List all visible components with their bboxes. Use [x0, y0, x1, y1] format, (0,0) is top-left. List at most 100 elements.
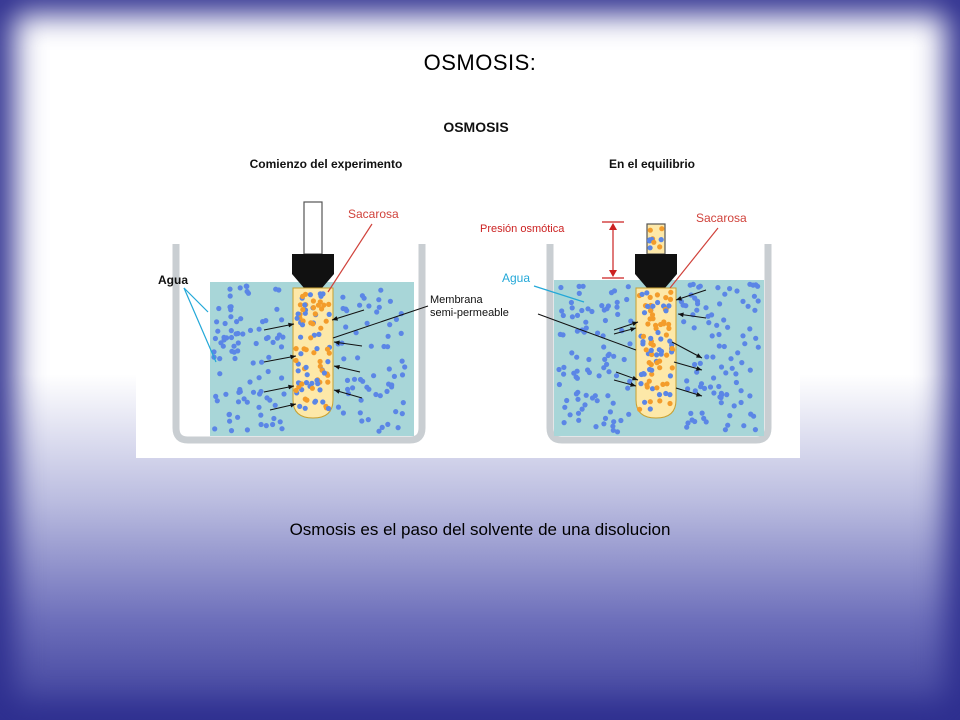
flow-arrow-head [290, 354, 296, 360]
particle-dot [707, 384, 714, 390]
particle-dot [624, 296, 630, 303]
particle-dot [718, 390, 725, 396]
figure-title: OSMOSIS [443, 119, 508, 135]
particle-dot [606, 369, 612, 375]
particle-dot [718, 400, 724, 406]
flow-arrow-head [632, 375, 638, 381]
right-beaker [546, 223, 772, 444]
particle-dot [308, 335, 314, 341]
particle-dot [353, 330, 359, 336]
particle-dot [387, 322, 393, 328]
left-bag-dots [293, 291, 333, 412]
particle-dot [628, 318, 634, 324]
particle-dot [667, 392, 673, 398]
particle-dot [594, 398, 600, 404]
particle-dot [722, 291, 728, 297]
particle-dot [303, 364, 309, 370]
membrane-leader-right [537, 313, 637, 351]
particle-dot [359, 418, 365, 424]
particle-dot [378, 287, 384, 293]
particle-dot [739, 360, 745, 366]
particle-dot [299, 322, 306, 328]
particle-dot [256, 404, 262, 410]
water-leader-2 [183, 287, 217, 363]
particle-dot [649, 367, 655, 373]
particle-dot [733, 379, 740, 386]
particle-dot [733, 371, 739, 377]
particle-dot [718, 364, 725, 370]
particle-dot [602, 356, 608, 362]
particle-dot [227, 418, 233, 424]
particle-dot [244, 283, 250, 289]
particle-dot [595, 330, 601, 336]
particle-dot [627, 378, 633, 384]
particle-dot [256, 375, 262, 381]
flow-arrow-head [290, 403, 296, 408]
label-membrane-2: semi-permeable [430, 307, 509, 319]
particle-dot [340, 410, 346, 416]
particle-dot [393, 316, 399, 322]
particle-dot [727, 286, 733, 292]
particle-dot [312, 311, 318, 317]
particle-dot [688, 410, 694, 416]
particle-dot [351, 376, 358, 382]
particle-dot [228, 328, 234, 334]
particle-dot [697, 360, 703, 366]
particle-dot [701, 385, 708, 391]
particle-dot [310, 305, 317, 311]
particle-dot [250, 389, 257, 395]
particle-dot [279, 375, 285, 381]
particle-dot [701, 415, 707, 421]
particle-dot [647, 245, 653, 251]
particle-dot [602, 317, 608, 324]
flow-arrow-head [678, 312, 684, 318]
particle-dot [605, 352, 611, 359]
particle-dot [657, 365, 663, 371]
particle-dot [709, 333, 715, 339]
sucrose-leader-left [327, 223, 373, 293]
particle-dot [557, 331, 563, 337]
particle-dot [302, 405, 308, 411]
particle-dot [308, 320, 314, 326]
particle-dot [649, 312, 656, 318]
particle-dot [214, 398, 220, 404]
particle-dot [229, 348, 235, 354]
particle-dot [318, 325, 324, 331]
particle-dot [649, 351, 655, 358]
right-stopper [635, 254, 677, 288]
particle-dot [376, 304, 382, 310]
particle-dot [741, 423, 747, 429]
flow-arrow [331, 309, 365, 321]
flow-arrow-head [676, 296, 682, 301]
particle-dot [293, 387, 299, 393]
particle-dot [626, 411, 632, 417]
particle-dot [669, 365, 675, 371]
particle-dot [357, 410, 363, 416]
particle-dot [279, 426, 285, 432]
particle-dot [656, 392, 663, 398]
particle-dot [281, 391, 287, 397]
particle-dot [556, 366, 562, 373]
particle-dot [668, 289, 674, 295]
particle-dot [680, 302, 686, 308]
particle-dot [264, 395, 270, 401]
particle-dot [235, 340, 241, 346]
particle-dot [300, 307, 306, 313]
particle-dot [724, 392, 730, 398]
particle-dot [344, 377, 351, 383]
particle-dot [731, 403, 737, 409]
particle-dot [666, 325, 672, 331]
particle-dot [655, 299, 661, 306]
particle-dot [279, 317, 285, 323]
particle-dot [399, 358, 405, 364]
particle-dot [321, 370, 327, 376]
particle-dot [316, 331, 322, 337]
particle-dot [718, 395, 724, 401]
particle-dot [247, 327, 254, 333]
particle-dot [685, 420, 691, 426]
particle-dot [558, 284, 564, 291]
particle-dot [654, 292, 661, 298]
particle-dot [664, 352, 670, 358]
flow-arrow-head [332, 316, 338, 321]
particle-dot [646, 378, 652, 384]
